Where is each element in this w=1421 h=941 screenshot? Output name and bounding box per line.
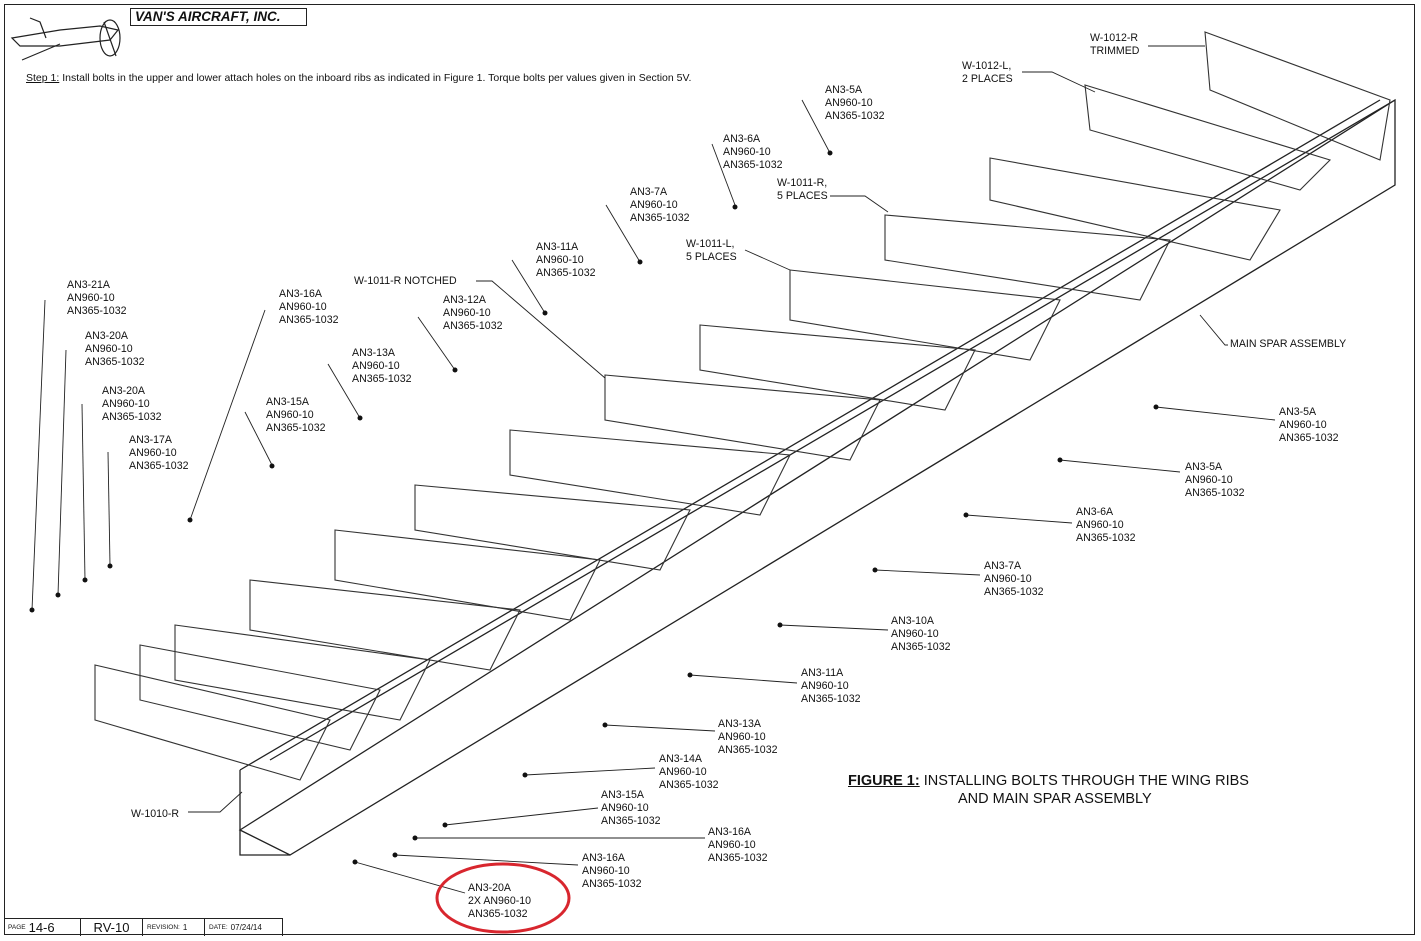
figure-caption: FIGURE 1: INSTALLING BOLTS THROUGH THE W… xyxy=(848,772,1249,808)
main-spar-assembly xyxy=(238,98,1396,856)
wing-rib xyxy=(94,31,1391,781)
callout-bottom-11a: AN3-11A AN960-10 AN365-1032 xyxy=(801,667,861,705)
callout-w1011r: W-1011-R, 5 PLACES xyxy=(777,177,828,202)
highlight-circle xyxy=(435,862,571,934)
callout-bottom-20a-highlighted: AN3-20A 2X AN960-10 AN365-1032 xyxy=(468,882,532,920)
revision-cell: REVISION: 1 xyxy=(143,919,205,936)
bolt-marker xyxy=(29,150,1159,865)
callout-top-7a: AN3-7A AN960-10 AN365-1032 xyxy=(630,186,690,224)
callout-top-16a: AN3-16A AN960-10 AN365-1032 xyxy=(279,288,339,326)
figure-label: FIGURE 1: xyxy=(848,773,920,789)
callout-bottom-6a: AN3-6A AN960-10 AN365-1032 xyxy=(1076,506,1136,544)
page-number: 14-6 xyxy=(28,920,55,935)
model: RV-10 xyxy=(93,920,130,935)
callout-top-17a: AN3-17A AN960-10 AN365-1032 xyxy=(129,434,189,472)
callout-bottom-10a: AN3-10A AN960-10 AN365-1032 xyxy=(891,615,951,653)
step-text: Install bolts in the upper and lower att… xyxy=(59,72,692,84)
callout-w1012r: W-1012-R TRIMMED xyxy=(1090,32,1140,57)
callout-w1011l: W-1011-L, 5 PLACES xyxy=(686,238,737,263)
callout-w1010r: W-1010-R xyxy=(131,808,180,820)
callout-top-15a: AN3-15A AN960-10 AN365-1032 xyxy=(266,396,326,434)
callout-bottom-5a-1: AN3-5A AN960-10 AN365-1032 xyxy=(1279,406,1339,444)
step-instruction: Step 1: Install bolts in the upper and l… xyxy=(26,72,691,84)
model-cell: RV-10 xyxy=(81,919,143,936)
page-cell: PAGE 14-6 xyxy=(4,919,81,936)
figure-line-2: AND MAIN SPAR ASSEMBLY xyxy=(958,791,1152,807)
revision: 1 xyxy=(182,923,188,932)
callout-bottom-16a-1: AN3-16A AN960-10 AN365-1032 xyxy=(708,826,768,864)
callout-bottom-14a: AN3-14A AN960-10 AN365-1032 xyxy=(659,753,719,791)
date-cell: DATE: 07/24/14 xyxy=(205,919,283,936)
logo-airplane-icon xyxy=(10,17,121,61)
callout-bottom-7a: AN3-7A AN960-10 AN365-1032 xyxy=(984,560,1044,598)
callout-w1011r-notched: W-1011-R NOTCHED xyxy=(354,275,457,287)
company-name: VAN'S AIRCRAFT, INC. xyxy=(130,8,307,26)
callout-top-11a: AN3-11A AN960-10 AN365-1032 xyxy=(536,241,596,279)
callout-bottom-15a: AN3-15A AN960-10 AN365-1032 xyxy=(601,789,661,827)
title-block: PAGE 14-6 RV-10 REVISION: 1 DATE: 07/24/… xyxy=(4,918,283,936)
callout-top-12a: AN3-12A AN960-10 AN365-1032 xyxy=(443,294,503,332)
callout-w1012l: W-1012-L, 2 PLACES xyxy=(962,60,1013,85)
figure-line-1: INSTALLING BOLTS THROUGH THE WING RIBS xyxy=(919,773,1249,789)
callout-top-20a-b: AN3-20A AN960-10 AN365-1032 xyxy=(85,330,145,368)
callout-top-21a: AN3-21A AN960-10 AN365-1032 xyxy=(67,279,127,317)
callout-top-13a: AN3-13A AN960-10 AN365-1032 xyxy=(352,347,412,385)
callout-bottom-5a-2: AN3-5A AN960-10 AN365-1032 xyxy=(1185,461,1245,499)
date: 07/24/14 xyxy=(230,923,262,932)
callout-top-20a-a: AN3-20A AN960-10 AN365-1032 xyxy=(102,385,162,423)
date-label: DATE: xyxy=(209,924,228,931)
revision-label: REVISION: xyxy=(147,924,180,931)
drawing-frame xyxy=(4,4,1415,935)
callout-main-spar: MAIN SPAR ASSEMBLY xyxy=(1230,338,1347,350)
callout-top-5a: AN3-5A AN960-10 AN365-1032 xyxy=(825,84,885,122)
callout-top-6a: AN3-6A AN960-10 AN365-1032 xyxy=(723,133,783,171)
step-label: Step 1: xyxy=(26,72,60,84)
leader-line xyxy=(31,45,1276,894)
callout-bottom-16a-2: AN3-16A AN960-10 AN365-1032 xyxy=(582,852,642,890)
page-label: PAGE xyxy=(8,924,26,931)
callout-bottom-13a: AN3-13A AN960-10 AN365-1032 xyxy=(718,718,778,756)
